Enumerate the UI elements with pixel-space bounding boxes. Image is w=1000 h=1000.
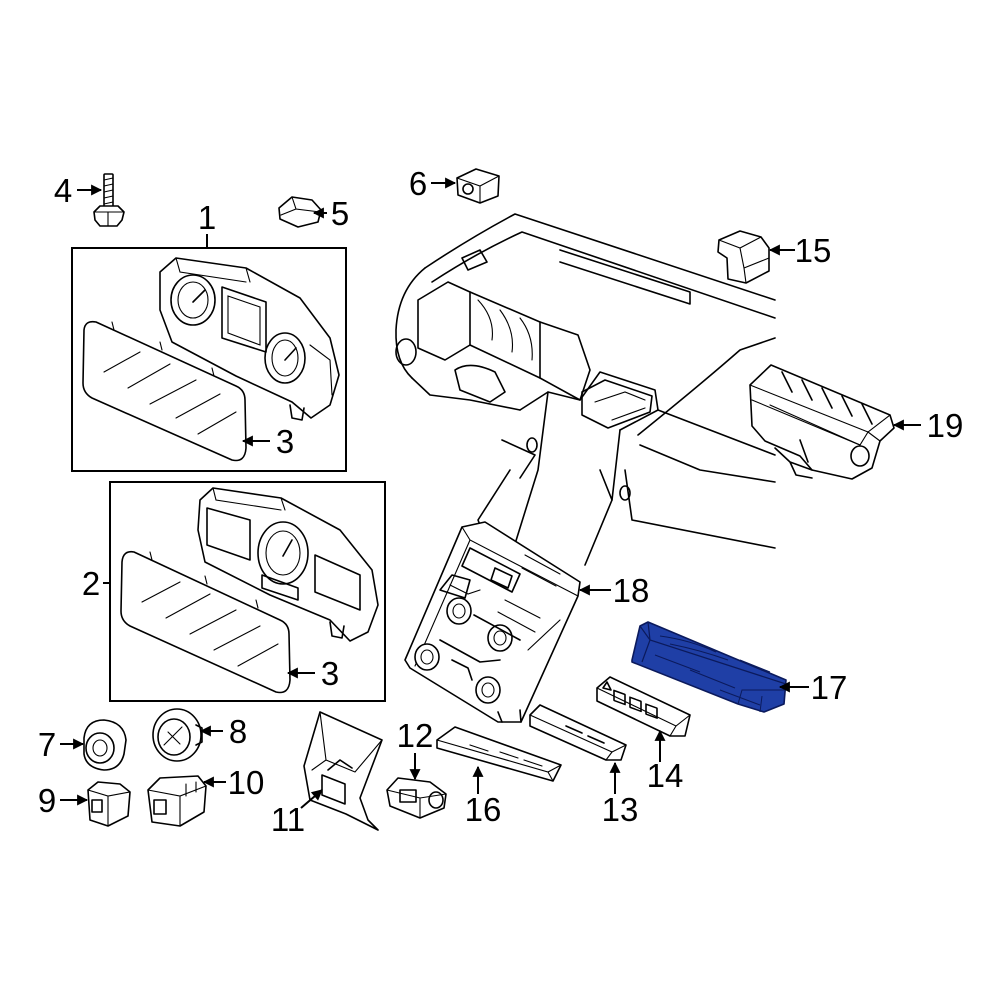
callout-label-17: 17 bbox=[811, 669, 848, 706]
callout-label-14: 14 bbox=[647, 757, 684, 794]
leader-11 bbox=[300, 789, 323, 809]
part-4-bolt bbox=[93, 173, 125, 227]
callout-label-3-bottom: 3 bbox=[321, 655, 339, 692]
dashboard-outline bbox=[395, 213, 776, 566]
callout-label-5: 5 bbox=[331, 195, 349, 232]
part-2-instrument-cluster-box bbox=[109, 481, 386, 702]
callout-label-6: 6 bbox=[409, 165, 427, 202]
part-13-switch-strip bbox=[529, 704, 627, 761]
callout-label-7: 7 bbox=[38, 726, 56, 763]
callout-label-10: 10 bbox=[228, 764, 265, 801]
callout-label-4: 4 bbox=[54, 172, 72, 209]
part-19-airbag-module bbox=[749, 364, 895, 480]
part-7-knob bbox=[83, 719, 127, 771]
part-12-connector bbox=[386, 777, 447, 819]
callout-label-1: 1 bbox=[198, 199, 216, 236]
part-17-control-module-highlighted bbox=[631, 621, 787, 713]
part-15-bracket bbox=[717, 230, 770, 284]
callout-label-12: 12 bbox=[397, 717, 434, 754]
callout-labels: 4 5 6 15 1 3 2 3 18 19 17 14 13 16 12 11… bbox=[38, 165, 964, 838]
callout-label-13: 13 bbox=[602, 791, 639, 828]
part-2-cluster-housing bbox=[197, 487, 379, 642]
callout-label-3-top: 3 bbox=[276, 423, 294, 460]
part-2-cluster-lens bbox=[120, 550, 291, 694]
callout-label-19: 19 bbox=[927, 407, 964, 444]
callout-label-9: 9 bbox=[38, 782, 56, 819]
callout-label-11: 11 bbox=[271, 801, 305, 838]
part-10-switch bbox=[147, 775, 207, 827]
callout-label-16: 16 bbox=[465, 791, 502, 828]
callout-label-2: 2 bbox=[82, 565, 100, 602]
part-6-sensor bbox=[456, 168, 500, 204]
part-1-cluster-housing bbox=[159, 257, 340, 421]
part-16-switch-panel bbox=[436, 726, 562, 782]
part-9-switch bbox=[87, 781, 131, 827]
part-14-button-strip bbox=[596, 676, 691, 737]
callout-label-15: 15 bbox=[795, 232, 832, 269]
part-1-instrument-cluster-box bbox=[71, 247, 347, 472]
callout-label-8: 8 bbox=[229, 713, 247, 750]
part-18-center-stack-panel bbox=[404, 521, 581, 723]
leader-lines bbox=[60, 177, 921, 809]
part-8-knob bbox=[152, 708, 203, 762]
part-11-trim-bracket bbox=[303, 711, 383, 831]
part-1-cluster-lens bbox=[82, 320, 247, 462]
callout-label-18: 18 bbox=[613, 572, 650, 609]
